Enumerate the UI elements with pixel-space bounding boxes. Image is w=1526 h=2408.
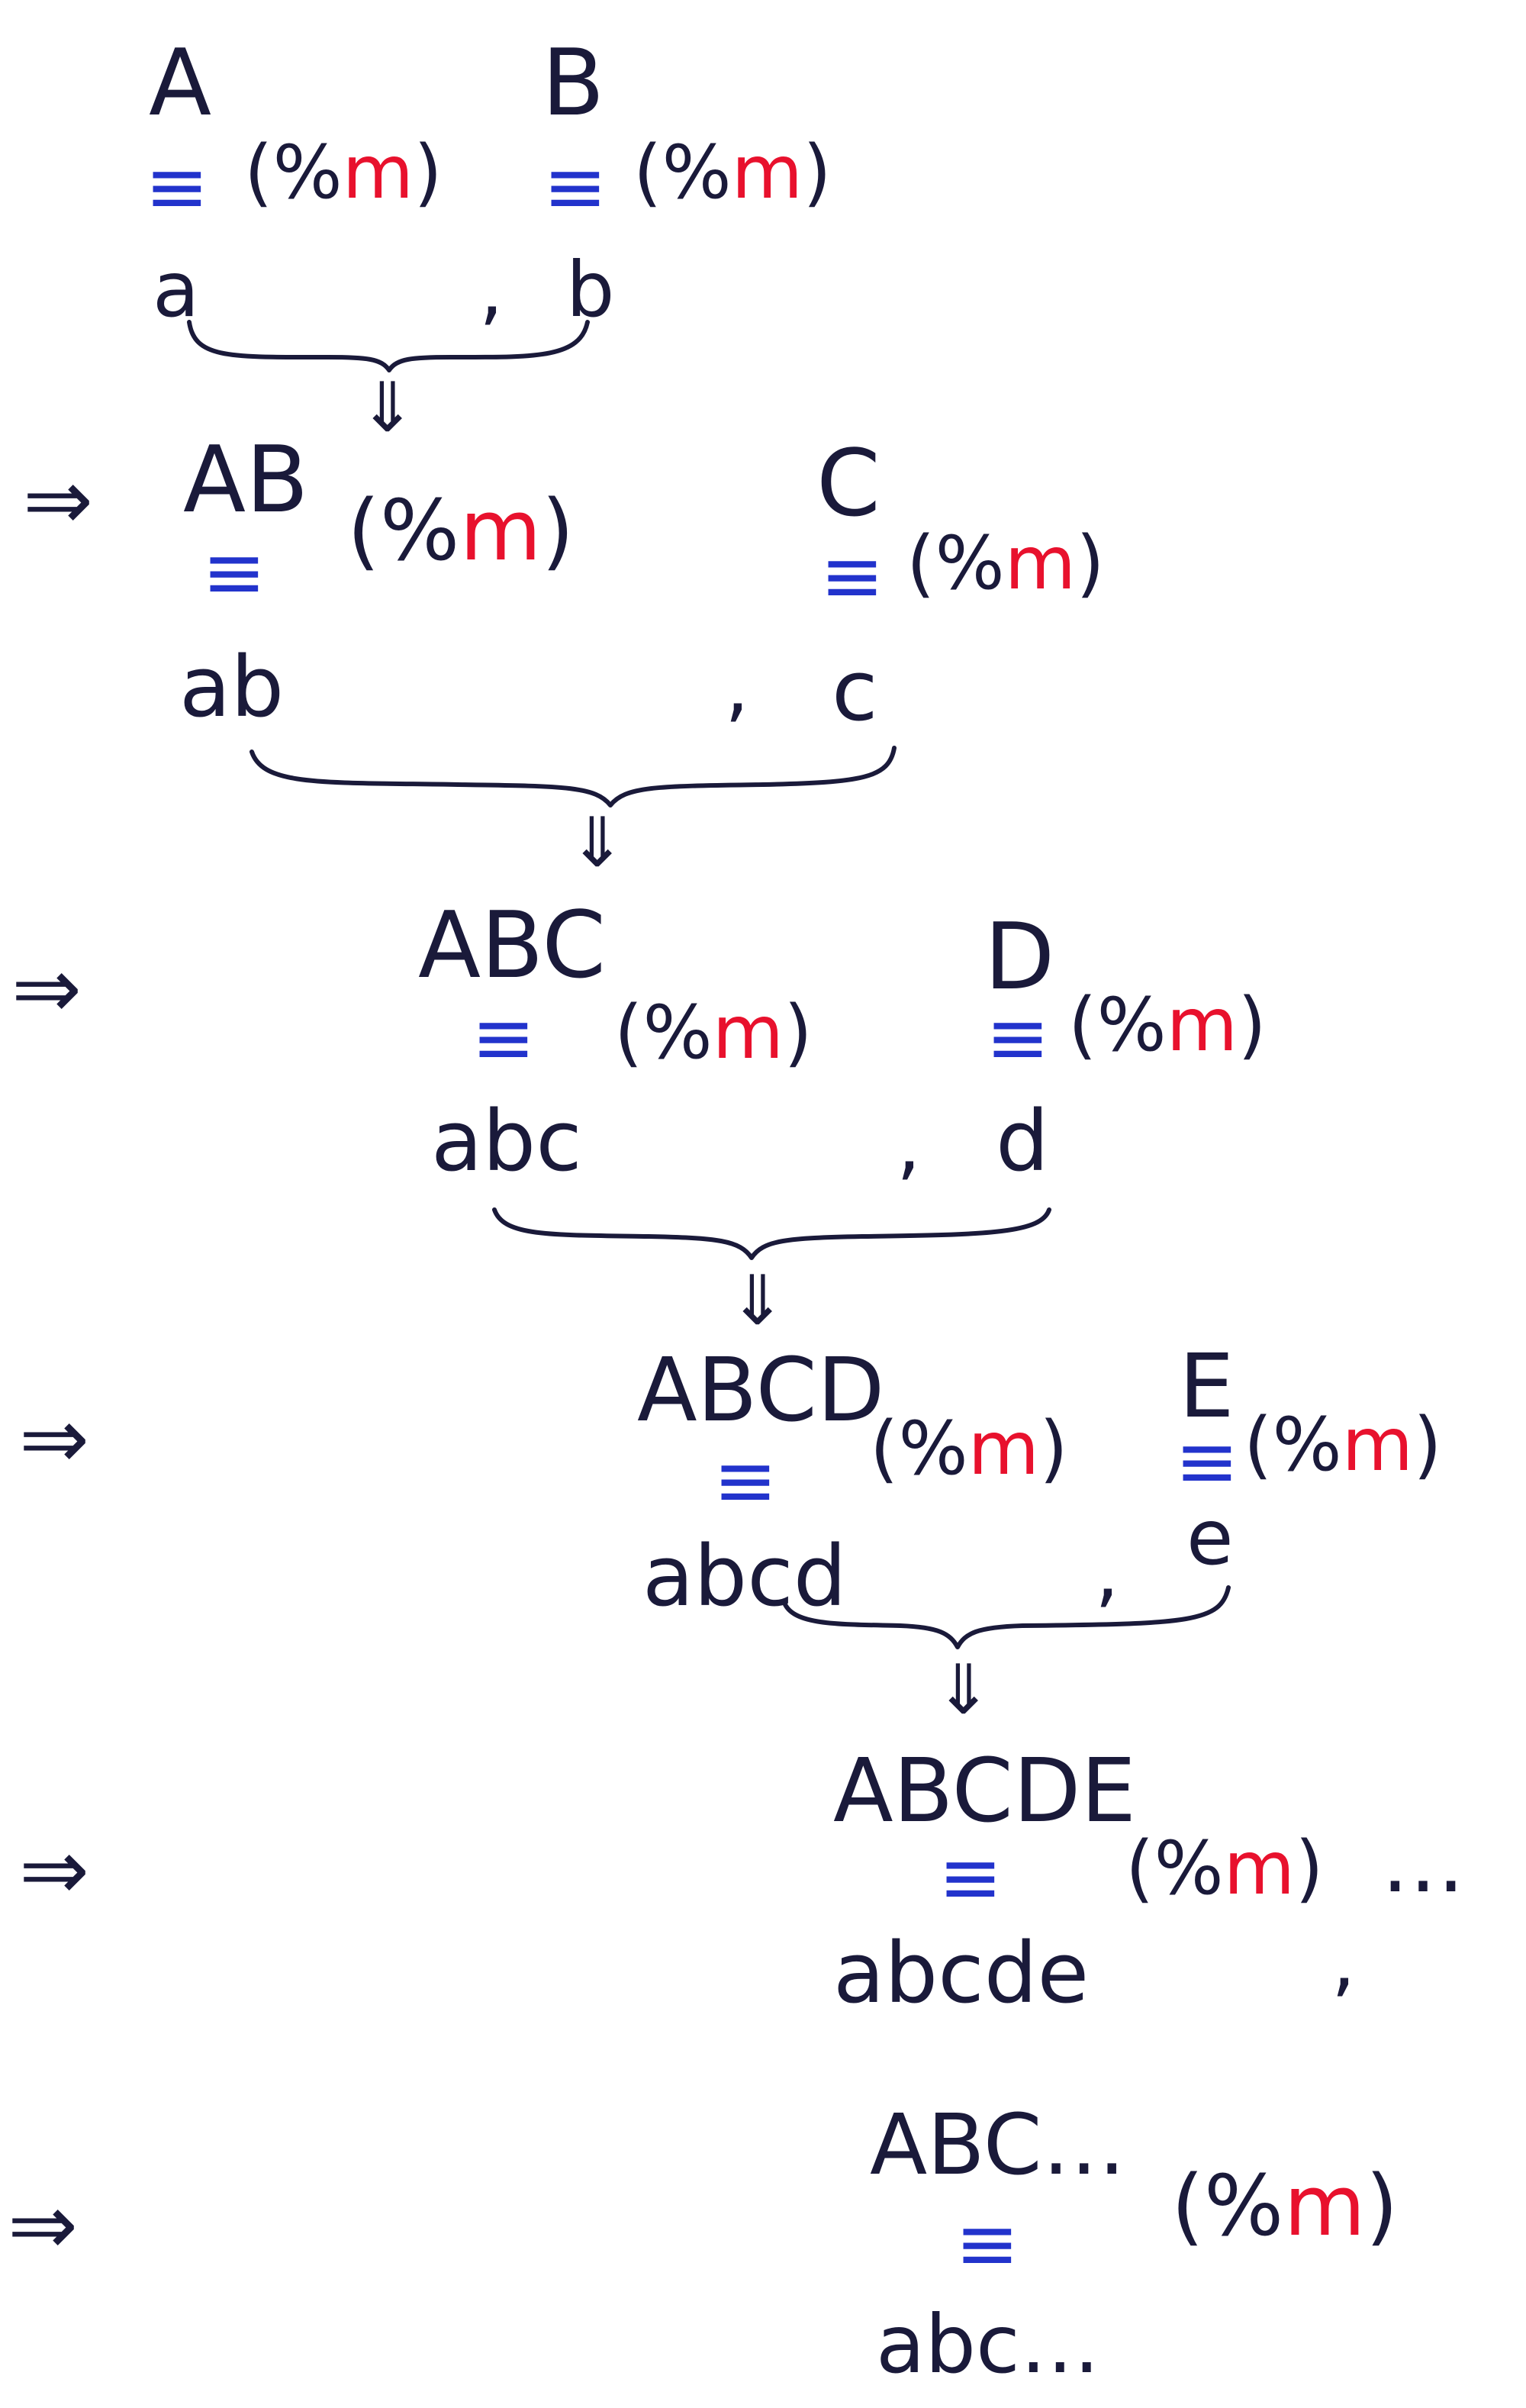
row6-left-top: ABC… [870, 2096, 1126, 2194]
brace-1 [187, 320, 590, 372]
implies-icon: ⇒ [11, 940, 82, 1037]
row2-right-top: C [816, 431, 881, 537]
row1-right-modulus: (%m) [633, 130, 832, 215]
row1-left-bottom: a [153, 245, 200, 334]
congruence-icon: ≡ [713, 1436, 777, 1525]
row1-left-top: A [149, 31, 212, 137]
congruence-icon: ≡ [145, 142, 209, 231]
congruence-icon: ≡ [543, 142, 607, 231]
down-arrow-icon: ⇓ [568, 803, 626, 883]
row3-left-top: ABC [418, 893, 607, 999]
brace-4 [782, 1585, 1231, 1649]
row2-left-bottom: ab [179, 638, 285, 736]
congruence-icon: ≡ [820, 531, 884, 621]
congruence-icon: ≡ [986, 993, 1050, 1082]
row4-right-modulus: (%m) [1244, 1402, 1442, 1488]
row2-left-top: AB [183, 427, 309, 533]
implies-icon: ⇒ [19, 1390, 90, 1488]
down-arrow-icon: ⇓ [729, 1261, 787, 1341]
row4-comma: , [1095, 1527, 1119, 1617]
congruence-icon: ≡ [472, 993, 536, 1082]
row3-comma: , [897, 1100, 921, 1189]
row1-right-bottom: b [566, 245, 615, 334]
row4-left-bottom: abcd [642, 1527, 847, 1625]
row3-left-modulus: (%m) [614, 990, 813, 1075]
row4-right-top: E [1179, 1336, 1235, 1438]
implies-icon: ⇒ [8, 2176, 79, 2274]
row2-left-modulus: (%m) [347, 482, 575, 579]
row5-left-modulus: (%m) [1125, 1826, 1324, 1911]
row4-left-modulus: (%m) [870, 1406, 1068, 1491]
row3-left-bottom: abc [431, 1092, 582, 1190]
row5-left-top: ABCDE [833, 1740, 1137, 1842]
row3-right-bottom: d [996, 1092, 1049, 1190]
row1-right-top: B [542, 31, 605, 137]
row5-comma: , [1331, 1916, 1356, 2006]
congruence-icon: ≡ [938, 1833, 1003, 1922]
row2-comma: , [725, 642, 749, 731]
congruence-icon: ≡ [1175, 1417, 1239, 1506]
row2-right-modulus: (%m) [906, 521, 1105, 606]
implies-icon: ⇒ [19, 1821, 90, 1919]
row4-left-top: ABCD [637, 1339, 885, 1442]
row1-left-modulus: (%m) [244, 130, 443, 215]
row6-left-modulus: (%m) [1171, 2157, 1399, 2255]
congruence-icon: ≡ [202, 527, 266, 617]
down-arrow-icon: ⇓ [935, 1650, 993, 1730]
row1-comma: , [479, 245, 504, 334]
congruence-icon: ≡ [955, 2199, 1019, 2288]
brace-2 [250, 746, 897, 808]
down-arrow-icon: ⇓ [359, 368, 417, 448]
row5-trailing-ellipsis: … [1381, 1813, 1465, 1911]
row6-left-bottom: abc… [876, 2298, 1100, 2391]
brace-3 [492, 1207, 1051, 1260]
row2-right-bottom: c [832, 642, 878, 740]
row3-right-top: D [984, 904, 1055, 1011]
implies-icon: ⇒ [23, 451, 94, 549]
row3-right-modulus: (%m) [1068, 982, 1267, 1068]
row5-left-bottom: abcde [833, 1924, 1090, 2022]
row4-right-bottom: e [1186, 1493, 1234, 1582]
